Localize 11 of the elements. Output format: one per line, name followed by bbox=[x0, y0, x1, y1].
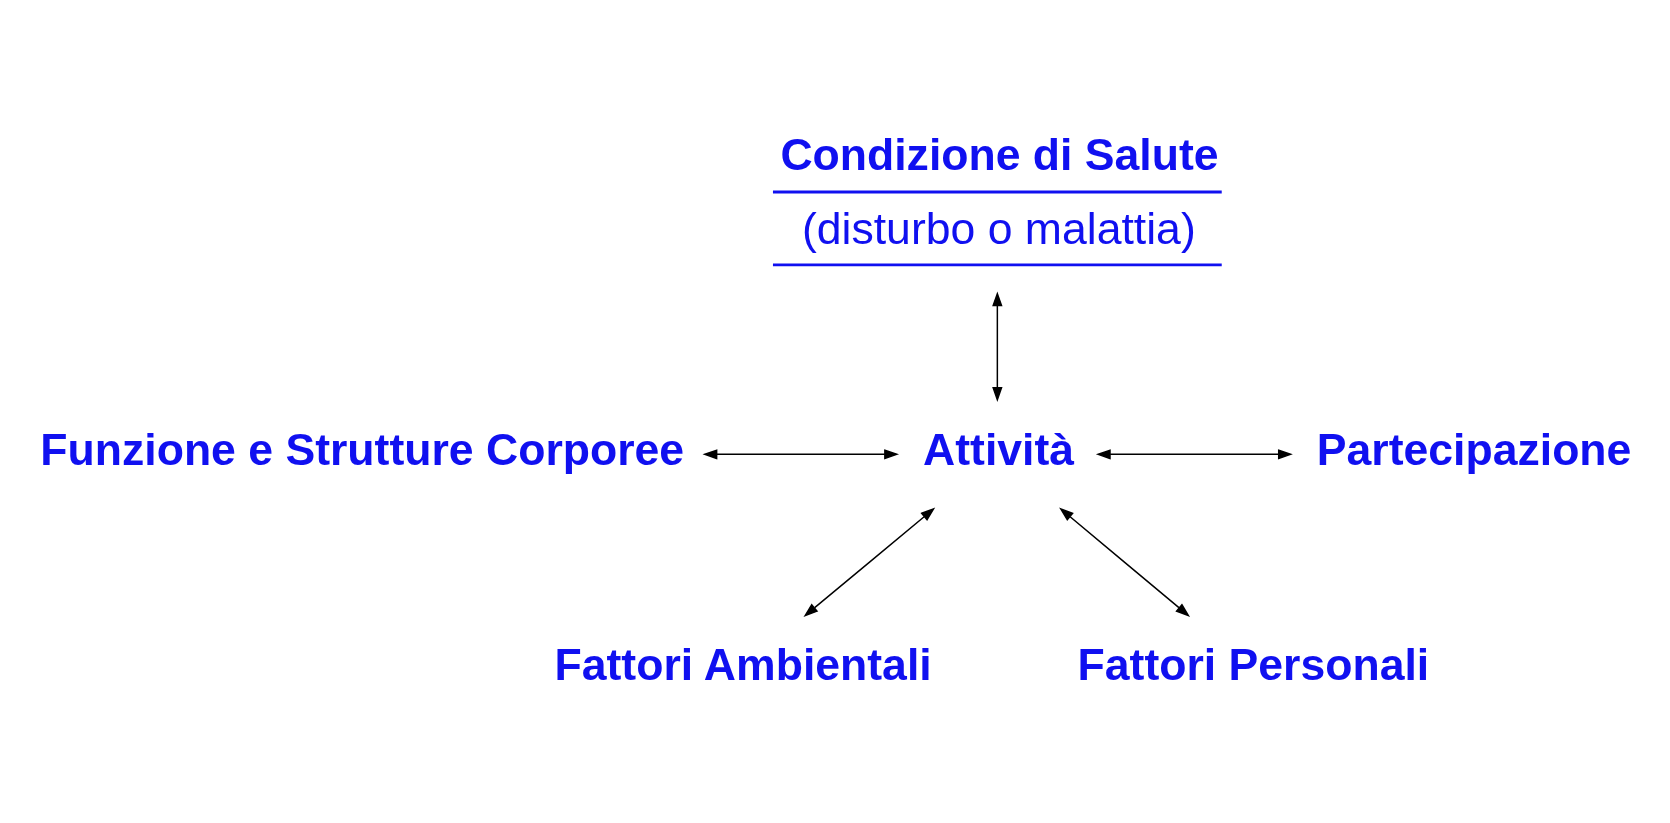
arrow bbox=[992, 290, 1003, 402]
node-text: Fattori Personali bbox=[1077, 639, 1430, 689]
arrow bbox=[702, 448, 899, 460]
node-text: Funzione e Strutture Corporee bbox=[40, 424, 685, 474]
node-text: Fattori Ambientali bbox=[554, 639, 932, 689]
arrow bbox=[803, 506, 936, 617]
arrow bbox=[1059, 506, 1191, 617]
arrow bbox=[1095, 448, 1293, 460]
node-text: Condizione di Salute (disturbo o malattia) bbox=[780, 129, 1219, 253]
node-text: Attività bbox=[923, 424, 1075, 474]
node-text: Partecipazione bbox=[1316, 424, 1632, 474]
